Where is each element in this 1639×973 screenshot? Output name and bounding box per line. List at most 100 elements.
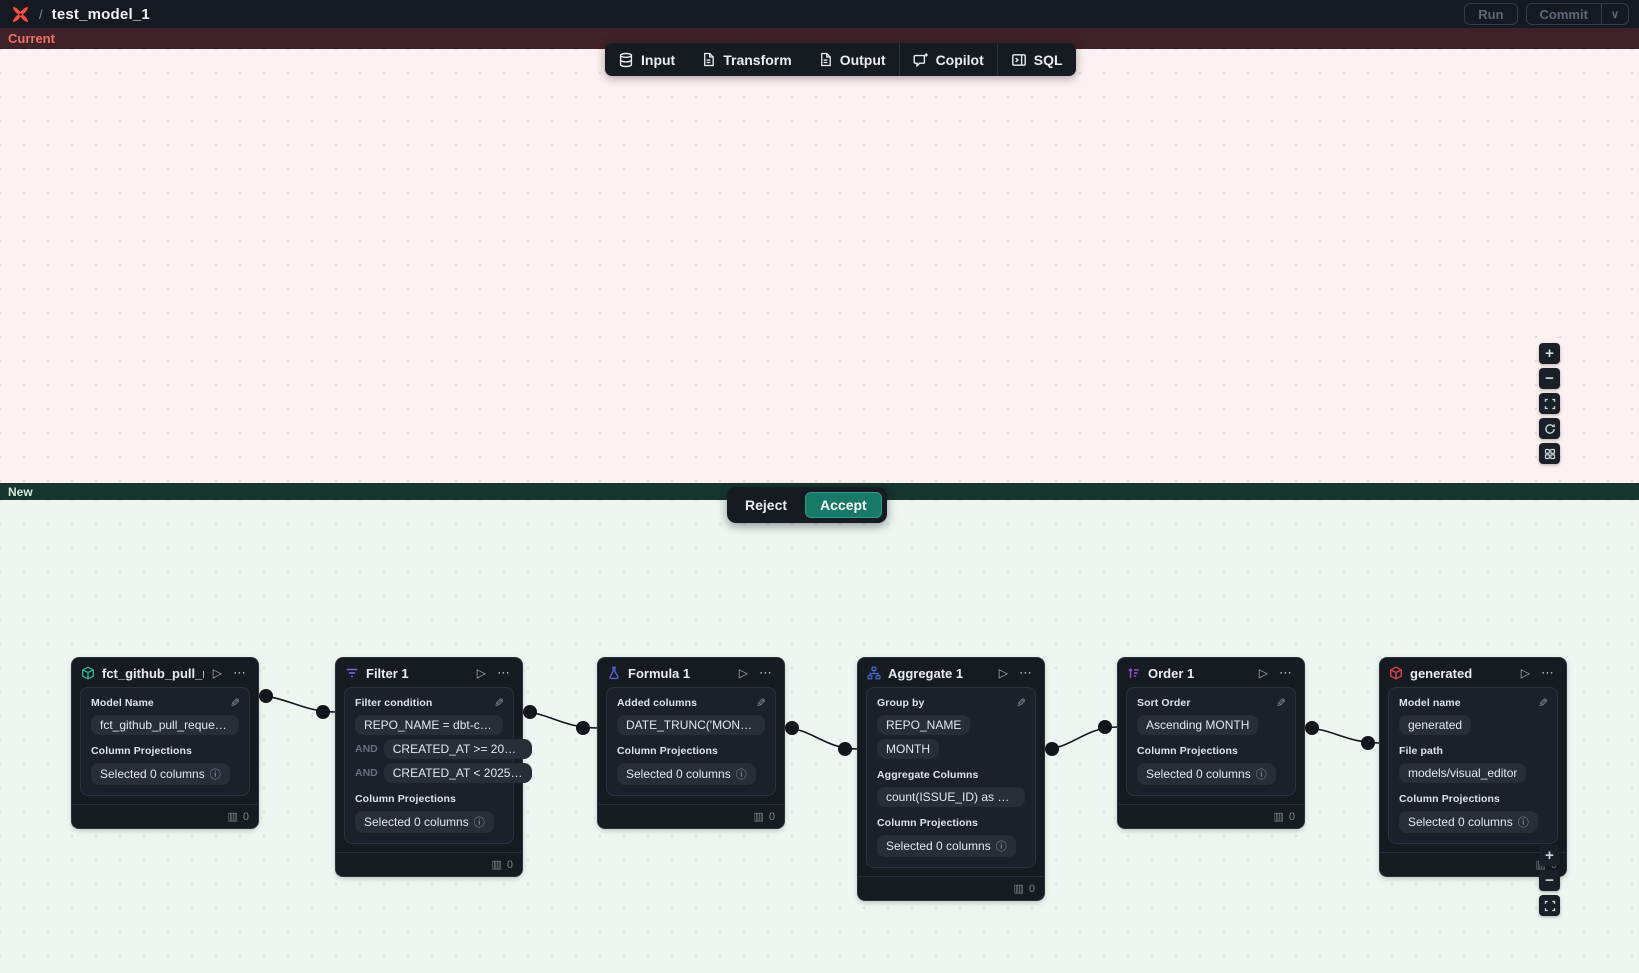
node-formula-1[interactable]: Formula 1 ▷ ⋯ ✎ Added columns DATE_TRUNC… (598, 658, 784, 828)
flask-icon (607, 666, 621, 680)
value-chip[interactable]: count(ISSUE_ID) as PULL_REQUEST_… (877, 787, 1025, 807)
node-menu-icon[interactable]: ⋯ (497, 665, 511, 680)
edge-handle[interactable] (576, 721, 590, 735)
zoom-out-button[interactable]: − (1539, 368, 1560, 389)
node-palette-toolbar: Input Transform Output Copilot SQL (605, 43, 1076, 76)
info-icon[interactable]: ⓘ (1517, 817, 1529, 829)
node-header: generated ▷ ⋯ (1380, 658, 1566, 687)
edit-pencil-icon[interactable]: ✎ (1275, 696, 1286, 710)
section-label: Column Projections (877, 817, 978, 829)
value-chip[interactable]: generated (1399, 715, 1472, 735)
value-chip[interactable]: CREATED_AT >= 2024-12-01 (383, 739, 532, 759)
current-pane-label: Current (0, 28, 1639, 49)
toolbar-input-button[interactable]: Input (605, 43, 688, 76)
toolbar-transform-button[interactable]: Transform (688, 43, 804, 76)
edit-pencil-icon[interactable]: ✎ (1537, 696, 1548, 710)
node-play-icon[interactable]: ▷ (476, 666, 486, 680)
run-button[interactable]: Run (1464, 3, 1518, 25)
section-label: Column Projections (355, 793, 456, 805)
node-play-icon[interactable]: ▷ (1520, 666, 1530, 680)
reject-button[interactable]: Reject (732, 493, 800, 517)
zoom-out-button[interactable]: − (1539, 870, 1560, 891)
section-label: Column Projections (617, 745, 718, 757)
node-title: Filter 1 (366, 665, 409, 681)
node-play-icon[interactable]: ▷ (738, 666, 748, 680)
value-chip[interactable]: MONTH (877, 739, 939, 759)
value-chip[interactable]: REPO_NAME = dbt-core (355, 715, 503, 735)
node-fct-github-pull-requests[interactable]: fct_github_pull_requests ▷ ⋯ ✎ Model Nam… (72, 658, 258, 828)
zoom-in-button[interactable]: + (1539, 343, 1560, 364)
info-icon[interactable]: ⓘ (995, 841, 1007, 853)
node-generated[interactable]: generated ▷ ⋯ ✎ Model name generated Fil… (1380, 658, 1566, 876)
column-count: 0 (768, 810, 775, 823)
node-menu-icon[interactable]: ⋯ (759, 665, 773, 680)
commit-button[interactable]: Commit ∨ (1525, 3, 1629, 25)
edit-pencil-icon[interactable]: ✎ (755, 696, 766, 710)
value-chip[interactable]: fct_github_pull_requests (91, 715, 239, 735)
node-menu-icon[interactable]: ⋯ (1279, 665, 1293, 680)
node-footer: ▥ 0 (858, 876, 1044, 900)
new-canvas[interactable]: fct_github_pull_requests ▷ ⋯ ✎ Model Nam… (0, 500, 1639, 973)
node-play-icon[interactable]: ▷ (212, 666, 222, 680)
section-label: Aggregate Columns (877, 769, 979, 781)
node-footer: ▥ 0 (598, 804, 784, 828)
toolbar-copilot-button[interactable]: Copilot (900, 43, 997, 76)
grid-view-button[interactable] (1539, 443, 1560, 464)
node-menu-icon[interactable]: ⋯ (1541, 665, 1555, 680)
column-count: 0 (1288, 810, 1295, 823)
columns-icon: ▥ (1013, 883, 1024, 895)
fit-view-button[interactable] (1539, 895, 1560, 916)
edit-pencil-icon[interactable]: ✎ (1015, 696, 1026, 710)
info-icon[interactable]: ⓘ (1255, 769, 1267, 781)
edge-handle[interactable] (1305, 721, 1319, 735)
node-order-1[interactable]: Order 1 ▷ ⋯ ✎ Sort Order Ascending MONTH… (1118, 658, 1304, 828)
value-chip[interactable]: REPO_NAME (877, 715, 971, 735)
reset-view-button[interactable] (1539, 418, 1560, 439)
accept-button[interactable]: Accept (805, 492, 882, 518)
info-icon[interactable]: ⓘ (209, 769, 221, 781)
dbt-logo-icon[interactable] (10, 4, 30, 24)
info-icon[interactable]: ⓘ (735, 769, 747, 781)
chevron-down-icon[interactable]: ∨ (1600, 4, 1628, 24)
node-play-icon[interactable]: ▷ (998, 666, 1008, 680)
edge-handle[interactable] (316, 705, 330, 719)
toolbar-output-button[interactable]: Output (805, 43, 899, 76)
toolbar-sql-button[interactable]: SQL (998, 43, 1076, 76)
node-menu-icon[interactable]: ⋯ (1019, 665, 1033, 680)
edge-handle[interactable] (838, 742, 852, 756)
node-filter-1[interactable]: Filter 1 ▷ ⋯ ✎ Filter condition REPO_NAM… (336, 658, 532, 876)
node-title: Formula 1 (628, 665, 691, 681)
current-canvas[interactable] (0, 49, 1639, 483)
columns-icon: ▥ (753, 811, 764, 823)
value-chip[interactable]: CREATED_AT < 2025-03-01 (383, 763, 532, 783)
edit-pencil-icon[interactable]: ✎ (493, 696, 504, 710)
value-chip[interactable]: models/visual_editor (1399, 763, 1527, 783)
info-icon[interactable]: ⓘ (473, 817, 485, 829)
edge-handle[interactable] (1098, 720, 1112, 734)
edge-handle[interactable] (259, 689, 273, 703)
document-icon (818, 52, 833, 67)
edge-handle[interactable] (785, 721, 799, 735)
fit-view-button[interactable] (1539, 393, 1560, 414)
top-bar: / test_model_1 Run Commit ∨ (0, 0, 1639, 28)
edge-handle[interactable] (1045, 742, 1059, 756)
edge-handle[interactable] (1361, 736, 1375, 750)
value-chip[interactable]: DATE_TRUNC('MONTH', CREATED_AT… (617, 715, 765, 735)
zoom-in-button[interactable]: + (1539, 845, 1560, 866)
node-menu-icon[interactable]: ⋯ (233, 665, 247, 680)
node-footer: ▥ 0 (1118, 804, 1304, 828)
edge-handle[interactable] (523, 705, 537, 719)
edit-pencil-icon[interactable]: ✎ (229, 696, 240, 710)
value-chip[interactable]: Ascending MONTH (1137, 715, 1259, 735)
node-header: fct_github_pull_requests ▷ ⋯ (72, 658, 258, 687)
section-label: Sort Order (1137, 697, 1191, 709)
node-aggregate-1[interactable]: Aggregate 1 ▷ ⋯ ✎ Group by REPO_NAME MON… (858, 658, 1044, 900)
node-play-icon[interactable]: ▷ (1258, 666, 1268, 680)
